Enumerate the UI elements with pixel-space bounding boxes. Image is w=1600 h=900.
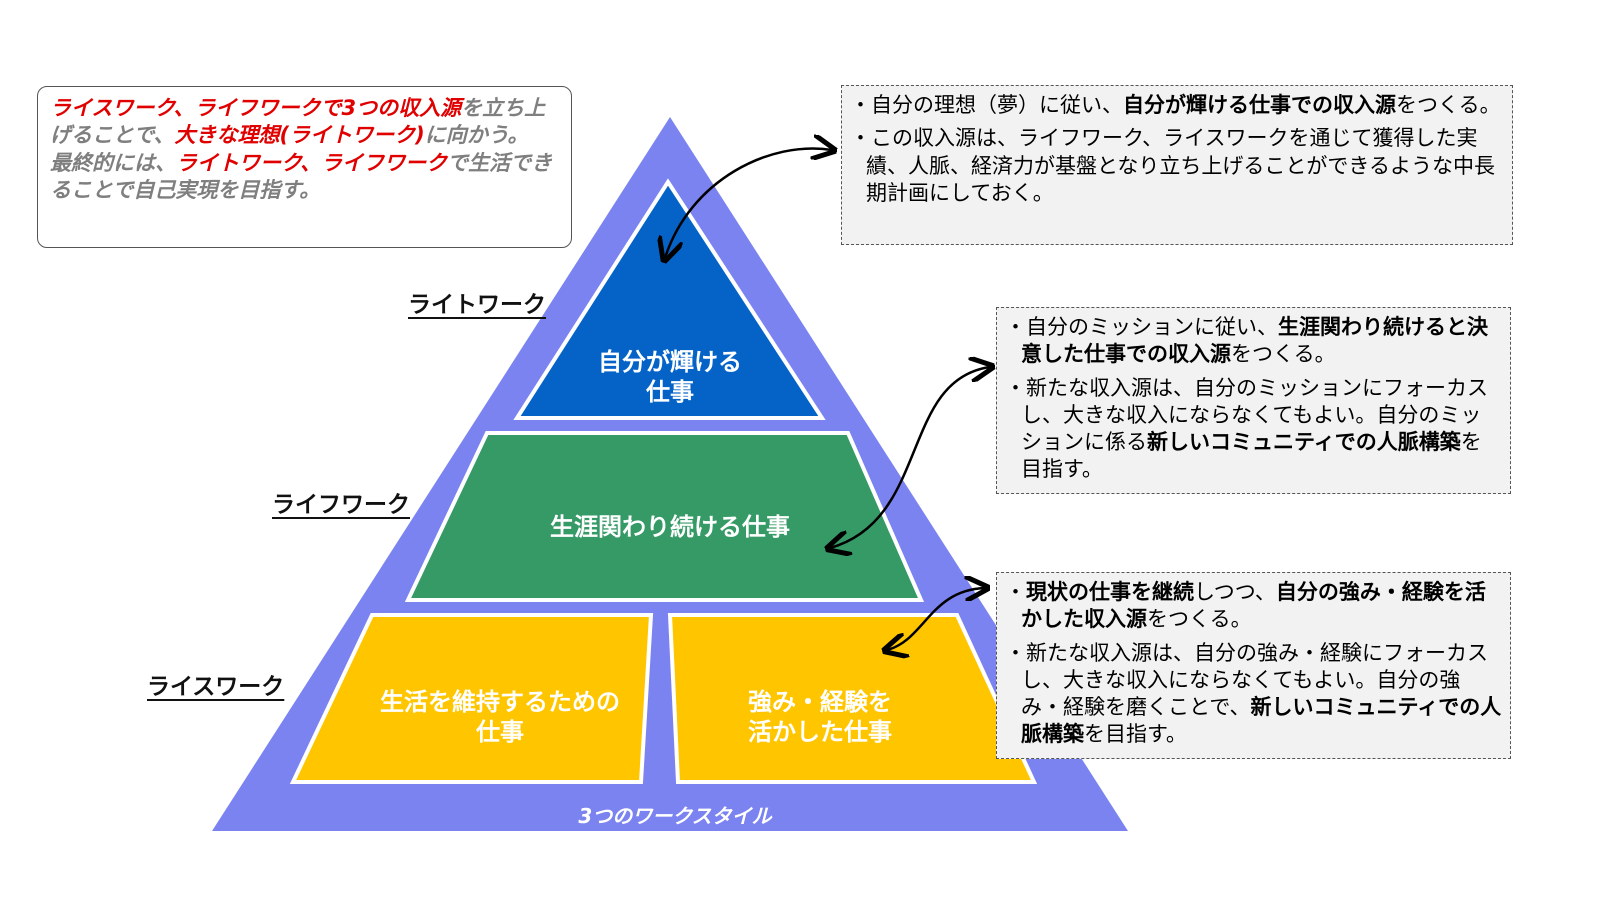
tier-bottom-left-label: 生活を維持するための 仕事 bbox=[380, 688, 620, 746]
note-bottom-bullet-2: ・新たな収入源は、自分の強み・経験にフォーカスし、大きな収入にならなくてもよい。… bbox=[1005, 640, 1502, 749]
note-text: ・自分のミッションに従い、 bbox=[1005, 315, 1278, 339]
note-text: しつつ、 bbox=[1194, 580, 1276, 604]
note-text: ・ bbox=[1005, 580, 1026, 604]
note-text: を目指す。 bbox=[1084, 722, 1187, 747]
note-text: ・新たな収入源は、自分のミッションにフォーカスし、大きな収入にならなくてもよい。… bbox=[1005, 375, 1488, 455]
intro-text-4: で生活できることで自己実現を目指す。 bbox=[50, 150, 553, 202]
note-bold: 自分が輝ける仕事での収入源 bbox=[1123, 93, 1396, 117]
label-ricework: ライスワーク bbox=[147, 674, 285, 700]
arrow-bottom bbox=[887, 588, 985, 650]
pyramid-bottom-left-tier bbox=[289, 613, 654, 784]
intro-text-1: を立ち上げることで、 bbox=[50, 96, 546, 148]
arrow-middle bbox=[830, 367, 990, 548]
note-bold: 現状の仕事を継続 bbox=[1026, 580, 1194, 604]
intro-red-2: 大きな理想(ライトワーク) bbox=[174, 123, 425, 148]
note-top-bullet-2: ・この収入源は、ライフワーク、ライスワークを通じて獲得した実績、人脈、経済力が基… bbox=[850, 126, 1495, 205]
intro-box: ライスワーク、ライフワークで3つの収入源を立ち上げることで、大きな理想(ライトワ… bbox=[37, 86, 572, 248]
note-middle-bullet-1: ・自分のミッションに従い、生涯関わり続けると決意した仕事での収入源をつくる。 bbox=[1005, 314, 1502, 369]
note-bottom-bullet-1: ・現状の仕事を継続しつつ、自分の強み・経験を活かした収入源をつくる。 bbox=[1005, 579, 1502, 634]
note-top-bullet-1: ・自分の理想（夢）に従い、自分が輝ける仕事での収入源をつくる。 bbox=[850, 92, 1504, 119]
note-bold: 新しいコミュニティでの人脈構築 bbox=[1147, 430, 1461, 455]
diagram-caption: 3つのワークスタイル bbox=[578, 804, 772, 828]
intro-red-1: ライスワーク、ライフワークで3つの収入源 bbox=[50, 96, 462, 120]
note-text: をつくる。 bbox=[1231, 342, 1336, 367]
label-lightwork: ライトワーク bbox=[408, 292, 546, 318]
note-middle-bullet-2: ・新たな収入源は、自分のミッションにフォーカスし、大きな収入にならなくてもよい。… bbox=[1005, 375, 1502, 484]
intro-red-3: ライトワーク、ライフワーク bbox=[176, 150, 448, 175]
note-text: をつくる。 bbox=[1147, 607, 1252, 632]
note-lifework: ・自分のミッションに従い、生涯関わり続けると決意した仕事での収入源をつくる。 ・… bbox=[996, 307, 1511, 494]
intro-text-3: 最終的には、 bbox=[50, 150, 176, 175]
label-lifework: ライフワーク bbox=[272, 492, 410, 518]
note-lightwork: ・自分の理想（夢）に従い、自分が輝ける仕事での収入源をつくる。 ・この収入源は、… bbox=[841, 85, 1513, 245]
note-text: ・新たな収入源は、自分の強み・経験にフォーカスし、大きな収入にならなくてもよい。… bbox=[1005, 640, 1488, 720]
note-ricework: ・現状の仕事を継続しつつ、自分の強み・経験を活かした収入源をつくる。 ・新たな収… bbox=[996, 572, 1511, 759]
note-text: ・自分の理想（夢）に従い、 bbox=[850, 93, 1123, 117]
tier-middle-label: 生涯関わり続ける仕事 bbox=[550, 513, 790, 541]
arrow-top bbox=[665, 148, 832, 258]
pyramid-top-tier bbox=[513, 178, 826, 420]
intro-text-2: に向かう。 bbox=[424, 123, 529, 148]
tier-top-label: 自分が輝ける 仕事 bbox=[598, 348, 742, 406]
note-bold: 新しいコミュニティでの人脈構築 bbox=[1021, 695, 1502, 747]
note-text: をつくる。 bbox=[1396, 93, 1501, 117]
note-text: を目指す。 bbox=[1021, 430, 1482, 482]
note-bold: 生涯関わり続けると決意した仕事での収入源 bbox=[1021, 315, 1488, 367]
tier-bottom-right-label: 強み・経験を 活かした仕事 bbox=[748, 688, 892, 746]
note-bold: 自分の強み・経験を活かした収入源 bbox=[1021, 580, 1486, 632]
